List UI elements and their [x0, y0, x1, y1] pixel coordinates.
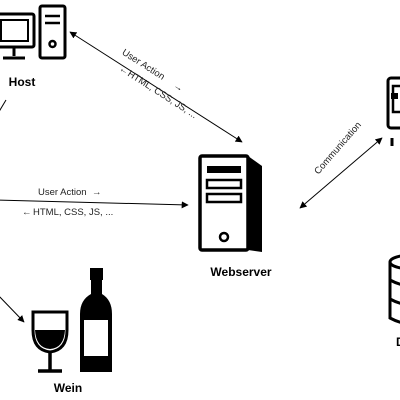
wein-label: Wein [54, 381, 82, 395]
database-node: D [388, 254, 400, 349]
right-arrow-icon: → [171, 80, 185, 94]
webserver-label: Webserver [210, 265, 271, 279]
right-device-node [386, 76, 400, 146]
database-label-partial: D [396, 335, 400, 349]
host-node: Host [0, 4, 67, 89]
webserver-node: Webserver [198, 154, 272, 279]
edge-webserver-device [299, 137, 383, 209]
edge-host-webserver-labels: User Action → ← HTML, CSS, JS, ... [117, 47, 199, 121]
edge-left-webserver-response: ← HTML, CSS, JS, ... [22, 207, 113, 218]
wine-glass-and-bottle-icon [31, 268, 112, 373]
edge-left-webserver [0, 199, 189, 209]
host-label: Host [9, 75, 36, 89]
edge-left-webserver-labels: User Action → ← HTML, CSS, JS, ... [22, 187, 113, 218]
left-arrow-icon: ← [22, 207, 32, 218]
edge-left-wein [0, 296, 25, 323]
device-icon [386, 76, 400, 146]
edge-left-webserver-request: User Action → [38, 187, 102, 198]
edge-host-webserver [69, 31, 243, 143]
edge-host-left [0, 99, 7, 111]
server-tower-icon [198, 154, 262, 252]
wein-node: Wein [31, 268, 112, 395]
edge-webserver-device-label: Communication [312, 120, 364, 177]
edge-left-webserver-request-text: User Action [38, 187, 87, 198]
desktop-computer-icon [0, 4, 67, 60]
right-arrow-icon: → [92, 187, 102, 198]
edge-left-webserver-response-text: HTML, CSS, JS, ... [33, 207, 113, 218]
database-icon [388, 254, 400, 324]
